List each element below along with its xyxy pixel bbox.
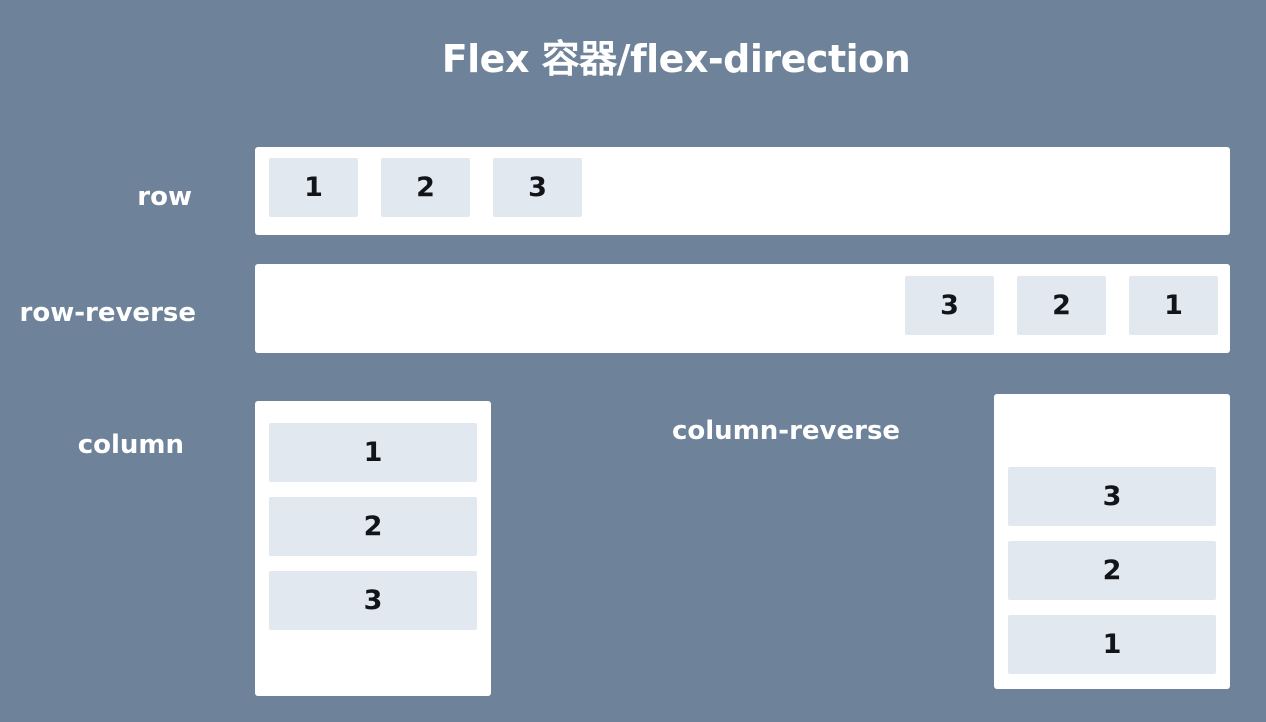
flex-container-column-reverse: 1 2 3: [994, 394, 1230, 689]
flex-item-2: 2: [381, 158, 470, 217]
label-row-reverse: row-reverse: [19, 298, 196, 328]
flex-container-row-reverse: 1 2 3: [255, 264, 1230, 353]
flex-item-1: 1: [269, 423, 477, 482]
page-title: Flex 容器/flex-direction: [441, 37, 911, 81]
flex-item-3: 3: [1008, 467, 1216, 526]
flex-item-2: 2: [269, 497, 477, 556]
label-column: column: [77, 430, 184, 460]
flex-item-3: 3: [905, 276, 994, 335]
flex-item-3: 3: [493, 158, 582, 217]
flex-container-column: 1 2 3: [255, 401, 491, 696]
flex-item-2: 2: [1017, 276, 1106, 335]
flex-item-1: 1: [269, 158, 358, 217]
label-row: row: [137, 182, 192, 212]
flex-item-2: 2: [1008, 541, 1216, 600]
label-column-reverse: column-reverse: [672, 416, 901, 446]
flex-item-3: 3: [269, 571, 477, 630]
flex-item-1: 1: [1008, 615, 1216, 674]
flex-container-row: 1 2 3: [255, 147, 1230, 235]
flex-item-1: 1: [1129, 276, 1218, 335]
